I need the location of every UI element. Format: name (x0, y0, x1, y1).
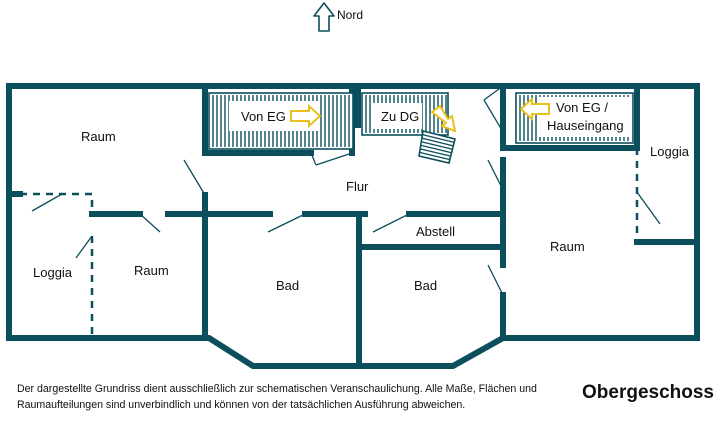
room-label-bad-1: Bad (276, 278, 299, 293)
room-label-loggia-e: Loggia (650, 144, 690, 159)
door-bad-2 (372, 213, 410, 233)
door-loggia-w (31, 193, 63, 212)
door-raum-e-top (487, 159, 504, 191)
arrow-left-icon (519, 96, 550, 122)
stair-tread (419, 148, 451, 157)
loggia-dashed-walls (20, 148, 639, 338)
door-raum-sw (139, 213, 161, 233)
north-label: Nord (337, 8, 363, 22)
door-stair-eg-leaf (315, 152, 353, 166)
stair-tread (422, 133, 455, 144)
interior-walls (6, 83, 700, 369)
north-arrow-icon (313, 2, 335, 32)
stair-tread (419, 151, 451, 161)
stair-tread (420, 144, 452, 154)
stairs-zu-dg-label: Zu DG (381, 109, 419, 124)
room-label-raum-sw: Raum (134, 263, 169, 278)
door-loggia-w-2 (75, 235, 93, 259)
room-label-flur: Flur (346, 179, 369, 194)
floor-title: Obergeschoss (582, 382, 714, 403)
room-label-bad-2: Bad (414, 278, 437, 293)
door-bad-1 (267, 213, 306, 233)
room-label-abstell: Abstell (416, 224, 455, 239)
room-label-raum-e: Raum (550, 239, 585, 254)
door-raum-e (487, 264, 504, 296)
stairs-hauseingang-label-1: Von EG / (556, 100, 608, 115)
arrow-down-icon (430, 104, 457, 133)
door-loggia-e (636, 191, 661, 225)
room-label-raum-nw: Raum (81, 129, 116, 144)
room-label-loggia-w: Loggia (33, 265, 73, 280)
door-raum-nw (183, 159, 206, 196)
stairs-hauseingang: Von EG / Hauseingang (515, 92, 634, 144)
door-entrance (483, 99, 504, 133)
stair-tread (421, 141, 453, 150)
door-entrance-top (483, 85, 504, 101)
stairs-zu-dg: Zu DG (361, 92, 457, 164)
disclaimer-text: Der dargestellte Grundriss dient ausschl… (17, 383, 537, 411)
stairs-von-eg-label: Von EG (241, 109, 286, 124)
arrow-right-icon (290, 103, 322, 129)
stairs-von-eg: Von EG (208, 92, 354, 150)
doors (31, 85, 661, 296)
stairs-hauseingang-label-2: Hauseingang (547, 118, 624, 133)
stair-tread (421, 137, 454, 147)
door-stair-eg (310, 152, 317, 166)
